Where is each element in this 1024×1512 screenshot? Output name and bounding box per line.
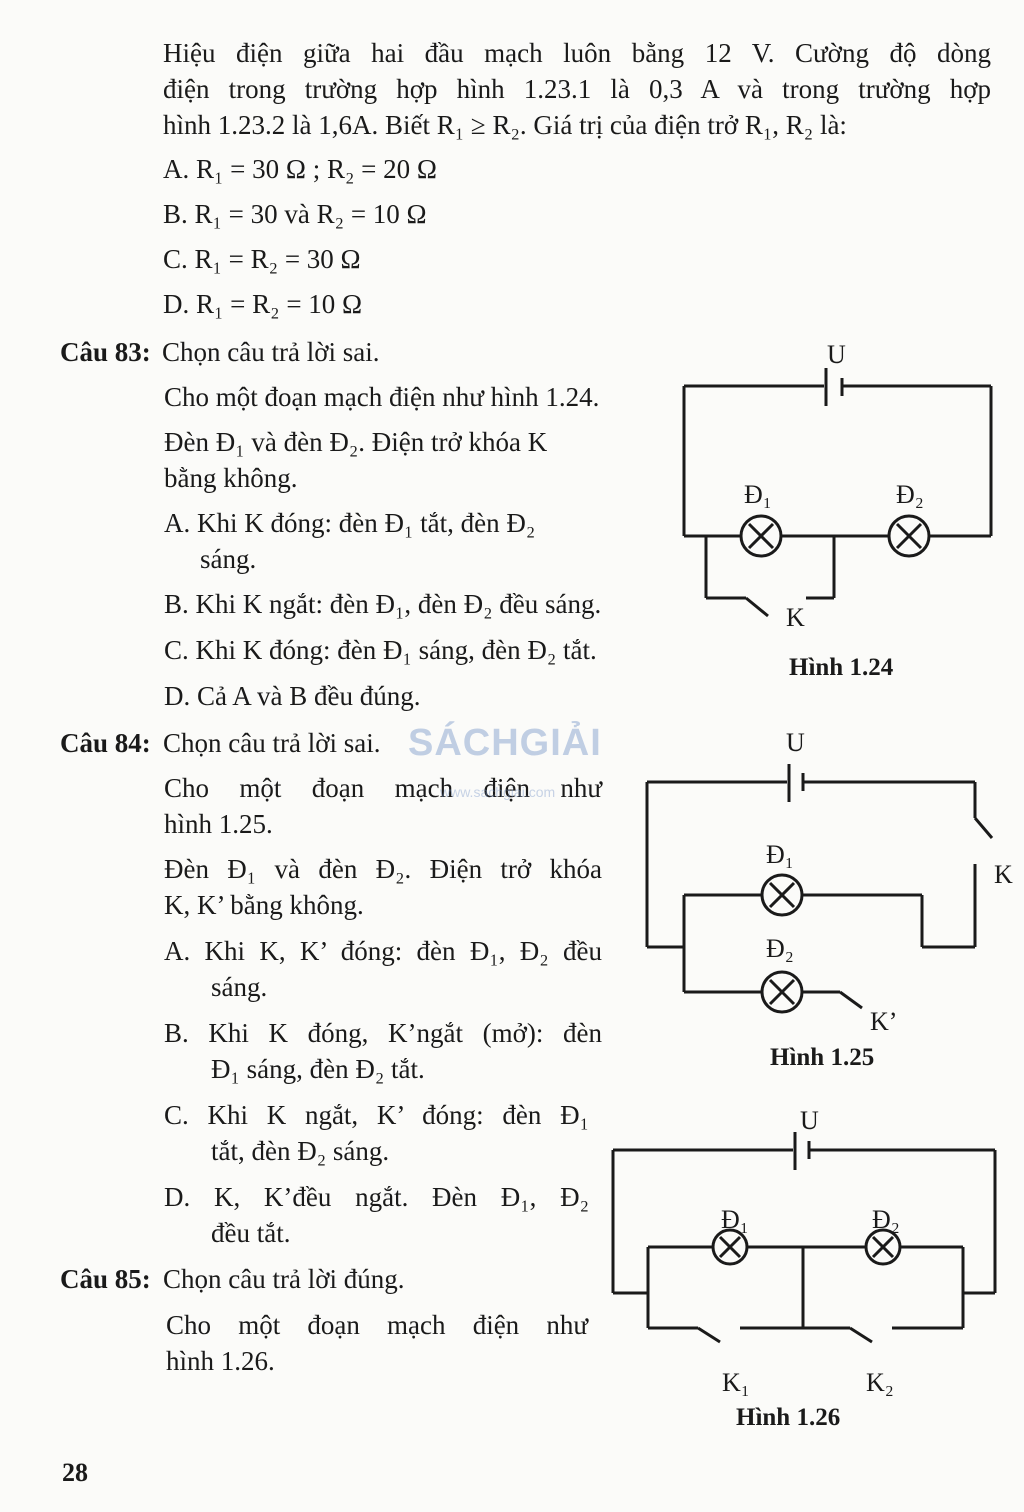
page-number: 28 bbox=[62, 1458, 88, 1487]
question-83-option-d: D. Cả A và B đều đúng. bbox=[164, 681, 421, 711]
switch-k2-blade bbox=[849, 1326, 873, 1344]
question-83-prompt: Chọn câu trả lời sai. bbox=[162, 337, 380, 367]
question-85-body-2: hình 1.26. bbox=[166, 1346, 275, 1376]
question-84-option-c-cont: tắt, đèn Đ₂ sáng. bbox=[211, 1136, 390, 1166]
question-83-label: Câu 83: bbox=[60, 337, 151, 367]
figure-1-25-source-label: U bbox=[786, 728, 805, 757]
question-83-option-a-cont: sáng. bbox=[200, 544, 257, 574]
figure-1-25-switch2-label: K’ bbox=[870, 1007, 898, 1036]
switch-k1-blade bbox=[697, 1326, 721, 1344]
lamp-d1-symbol bbox=[739, 514, 783, 558]
question-85-body-1: Cho một đoạn mạch điện như bbox=[166, 1310, 588, 1340]
intro-option-b: B. R₁ = 30 và R₂ = 10 Ω bbox=[163, 199, 427, 229]
question-83-option-c: C. Khi K đóng: đèn Đ₁ sáng, đèn Đ₂ tắt. bbox=[164, 635, 597, 665]
figure-1-25-caption: Hình 1.25 bbox=[770, 1044, 875, 1071]
figure-1-26-lamp2-label: Đ₂ bbox=[872, 1205, 900, 1234]
figure-1-24-switch-label: K bbox=[786, 603, 805, 632]
intro-option-d: D. R₁ = R₂ = 10 Ω bbox=[163, 289, 363, 319]
watermark-brand: SÁCHGIẢI bbox=[408, 722, 602, 764]
question-84-option-d: D. K, K’đều ngắt. Đèn Đ₁, Đ₂ bbox=[164, 1182, 589, 1212]
intro-line-3: hình 1.23.2 là 1,6A. Biết R₁ ≥ R₂. Giá t… bbox=[163, 110, 847, 140]
question-83-body-3: bằng không. bbox=[164, 463, 298, 493]
figure-1-26-lamp1-label: Đ₁ bbox=[721, 1205, 749, 1234]
lamp-d1-symbol bbox=[711, 1228, 749, 1266]
question-85-prompt: Chọn câu trả lời đúng. bbox=[163, 1264, 405, 1294]
question-83-option-b: B. Khi K ngắt: đèn Đ₁, đèn Đ₂ đều sáng. bbox=[164, 589, 602, 619]
figure-1-24-lamp2-label: Đ₂ bbox=[896, 480, 924, 509]
question-84-option-a: A. Khi K, K’ đóng: đèn Đ₁, Đ₂ đều bbox=[164, 936, 602, 966]
intro-option-a: A. R₁ = 30 Ω ; R₂ = 20 Ω bbox=[163, 154, 437, 184]
question-84-label: Câu 84: bbox=[60, 728, 151, 758]
question-84-prompt: Chọn câu trả lời sai. bbox=[163, 728, 381, 758]
figure-1-25-lamp2-label: Đ₂ bbox=[766, 934, 794, 963]
watermark-url: www.sachgiai.com bbox=[440, 784, 556, 800]
figure-1-24-caption: Hình 1.24 bbox=[789, 654, 894, 681]
switch-k-blade bbox=[745, 596, 769, 618]
figure-1-26-caption: Hình 1.26 bbox=[736, 1404, 841, 1431]
switch-k-blade bbox=[973, 817, 994, 839]
question-84-option-b: B. Khi K đóng, K’ngắt (mở): đèn bbox=[164, 1018, 602, 1048]
question-84-option-b-cont: Đ₁ sáng, đèn Đ₂ tắt. bbox=[211, 1054, 425, 1084]
question-85-label: Câu 85: bbox=[60, 1264, 151, 1294]
intro-line-1: Hiệu điện giữa hai đầu mạch luôn bằng 12… bbox=[163, 38, 991, 68]
intro-option-c: C. R₁ = R₂ = 30 Ω bbox=[163, 244, 361, 274]
intro-line-2: điện trong trường hợp hình 1.23.1 là 0,3… bbox=[163, 74, 991, 104]
lamp-d2-symbol bbox=[864, 1228, 902, 1266]
question-84-option-c: C. Khi K ngắt, K’ đóng: đèn Đ₁ bbox=[164, 1100, 589, 1130]
question-84-body-3: Đèn Đ₁ và đèn Đ₂. Điện trở khóa bbox=[164, 854, 602, 884]
question-83-body-1: Cho một đoạn mạch điện như hình 1.24. bbox=[164, 382, 600, 412]
question-84-body-4: K, K’ bằng không. bbox=[164, 890, 364, 920]
lamp-d2-symbol bbox=[887, 514, 931, 558]
question-83-body-2: Đèn Đ₁ và đèn Đ₂. Điện trở khóa K bbox=[164, 427, 548, 457]
question-83-option-a: A. Khi K đóng: đèn Đ₁ tắt, đèn Đ₂ bbox=[164, 508, 536, 538]
circuit-figure-1-25 bbox=[645, 764, 994, 1014]
lamp-d1-symbol bbox=[760, 873, 804, 917]
circuit-figure-1-24 bbox=[682, 368, 993, 618]
figure-1-25-switch1-label: K bbox=[994, 860, 1013, 889]
circuit-figure-1-26 bbox=[611, 1132, 997, 1344]
question-84-body-1: Cho một đoạn mạch điện như bbox=[164, 773, 602, 803]
question-84-option-a-cont: sáng. bbox=[211, 972, 268, 1002]
figure-1-25-lamp1-label: Đ₁ bbox=[766, 840, 794, 869]
figure-1-24-lamp1-label: Đ₁ bbox=[744, 480, 772, 509]
question-84-body-2: hình 1.25. bbox=[164, 809, 273, 839]
question-84-option-d-cont: đều tắt. bbox=[211, 1218, 291, 1248]
figure-1-26-switch1-label: K₁ bbox=[722, 1368, 750, 1397]
figure-1-26-switch2-label: K₂ bbox=[866, 1368, 894, 1397]
switch-k-prime-blade bbox=[839, 990, 863, 1010]
figure-1-24-source-label: U bbox=[827, 340, 846, 369]
figure-1-26-source-label: U bbox=[800, 1106, 819, 1135]
